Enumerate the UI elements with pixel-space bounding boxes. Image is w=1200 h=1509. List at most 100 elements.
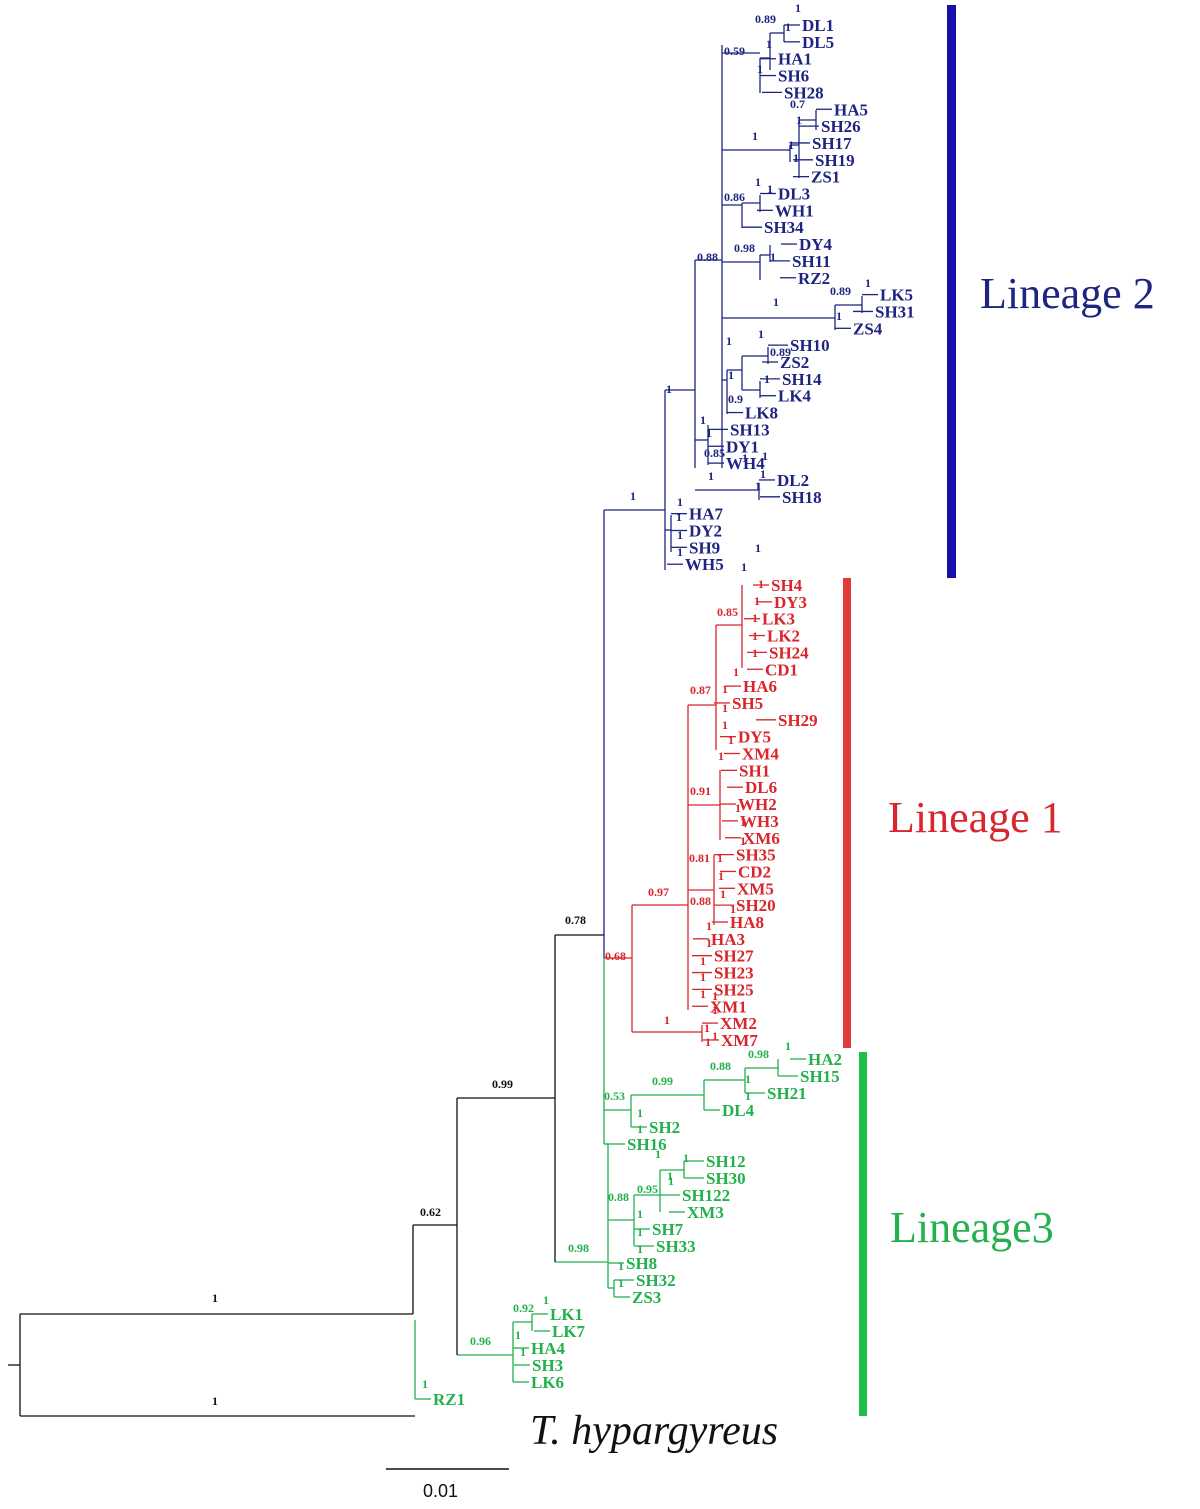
tip-label: LK2 — [767, 627, 800, 646]
tip-label: LK7 — [552, 1322, 586, 1341]
support-value: 0.59 — [724, 44, 745, 58]
lineage-2-label: Lineage 2 — [980, 269, 1155, 318]
support-value: 1 — [742, 451, 748, 465]
support-value: 1 — [706, 426, 712, 440]
support-value: 1 — [677, 545, 683, 559]
support-value: 1 — [758, 577, 764, 591]
support-value: 1 — [700, 970, 706, 984]
support-value: 0.96 — [470, 1334, 491, 1348]
tip-label: DL5 — [802, 33, 834, 52]
tip-label: XM7 — [721, 1031, 758, 1050]
support-value: 0.78 — [565, 913, 586, 927]
tip-label: DL6 — [745, 778, 777, 797]
tip-label: SH1 — [739, 761, 770, 780]
tip-label: DL2 — [777, 471, 809, 490]
tip-label: SH9 — [689, 538, 720, 557]
support-value: 1 — [712, 989, 718, 1003]
tip-label: ZS1 — [811, 168, 840, 187]
tip-label: SH20 — [736, 896, 776, 915]
support-value: 0.88 — [608, 1190, 629, 1204]
tip-label: SH15 — [800, 1067, 840, 1086]
support-value: 1 — [735, 801, 741, 815]
tip-label: CD2 — [738, 862, 771, 881]
tip-label: HA5 — [834, 100, 868, 119]
scale-bar-label: 0.01 — [423, 1481, 458, 1501]
support-value: 1 — [773, 295, 779, 309]
tip-label: SH21 — [767, 1084, 807, 1103]
support-value: 1 — [722, 718, 728, 732]
support-value: 0.97 — [648, 885, 669, 899]
tip-label: XM1 — [710, 997, 747, 1016]
support-value: 1 — [754, 594, 760, 608]
tip-label: LK1 — [550, 1305, 583, 1324]
tip-label: SH33 — [656, 1237, 696, 1256]
tip-label: SH24 — [769, 643, 809, 662]
tip-label: HA7 — [689, 505, 724, 524]
support-value: 1 — [712, 1029, 718, 1043]
support-value: 0.81 — [689, 851, 710, 865]
support-value: 1 — [618, 1259, 624, 1273]
lineage-3-label: Lineage3 — [890, 1203, 1054, 1252]
support-value: 1 — [793, 151, 799, 165]
support-value: 1 — [728, 733, 734, 747]
tip-label: SH13 — [730, 420, 770, 439]
tip-label: SH30 — [706, 1169, 746, 1188]
support-value: 1 — [755, 541, 761, 555]
support-value: 0.68 — [605, 949, 626, 963]
support-value: 1 — [708, 469, 714, 483]
tip-label: SH5 — [732, 694, 763, 713]
support-value: 1 — [668, 1174, 674, 1188]
support-value: 1 — [515, 1328, 521, 1342]
tip-label: SH2 — [649, 1118, 680, 1137]
tip-label: SH16 — [627, 1135, 667, 1154]
tip-label: SH28 — [784, 83, 824, 102]
support-value: 1 — [740, 834, 746, 848]
support-value: 1 — [618, 1276, 624, 1290]
support-value: 1 — [752, 129, 758, 143]
tip-label: HA6 — [743, 677, 777, 696]
support-value: 1 — [700, 413, 706, 427]
tip-label: ZS4 — [853, 319, 883, 338]
support-value: 0.87 — [690, 683, 711, 697]
support-value: 1 — [788, 138, 794, 152]
support-value: 1 — [752, 629, 758, 643]
support-value: 1 — [836, 309, 842, 323]
support-value: 1 — [752, 611, 758, 625]
support-value: 1 — [677, 495, 683, 509]
tip-label: DL1 — [802, 16, 834, 35]
tip-label: SH10 — [790, 336, 830, 355]
support-value: 1 — [760, 467, 766, 481]
support-value: 1 — [865, 276, 871, 290]
support-value: 1 — [700, 954, 706, 968]
support-value: 1 — [718, 869, 724, 883]
support-value: 1 — [717, 851, 723, 865]
tip-label: DL3 — [778, 185, 810, 204]
tip-label: XM5 — [737, 879, 774, 898]
support-value: 1 — [664, 1013, 670, 1027]
tip-label: WH2 — [738, 795, 777, 814]
support-value: 1 — [745, 1089, 751, 1103]
support-value: 1 — [722, 682, 728, 696]
support-value: 0.88 — [690, 894, 711, 908]
lineage-3-bar — [859, 1052, 867, 1416]
support-value: 1 — [637, 1207, 643, 1221]
support-value: 1 — [764, 372, 770, 386]
tip-label: SH122 — [682, 1186, 730, 1205]
support-value: 1 — [700, 987, 706, 1001]
support-value: 1 — [755, 479, 761, 493]
support-value: 0.9 — [728, 392, 743, 406]
tip-label: SH23 — [714, 964, 754, 983]
tip-label: HA4 — [531, 1339, 566, 1358]
support-value: 1 — [726, 334, 732, 348]
support-value: 1 — [740, 815, 746, 829]
tip-label: LK8 — [745, 404, 778, 423]
support-value: 1 — [212, 1291, 218, 1305]
support-value: 1 — [704, 1021, 710, 1035]
support-value: 1 — [752, 646, 758, 660]
support-value: 1 — [637, 1225, 643, 1239]
support-value: 1 — [705, 1035, 711, 1049]
support-value: 1 — [212, 1394, 218, 1408]
support-value: 0.99 — [652, 1074, 673, 1088]
tip-label: SH19 — [815, 151, 855, 170]
